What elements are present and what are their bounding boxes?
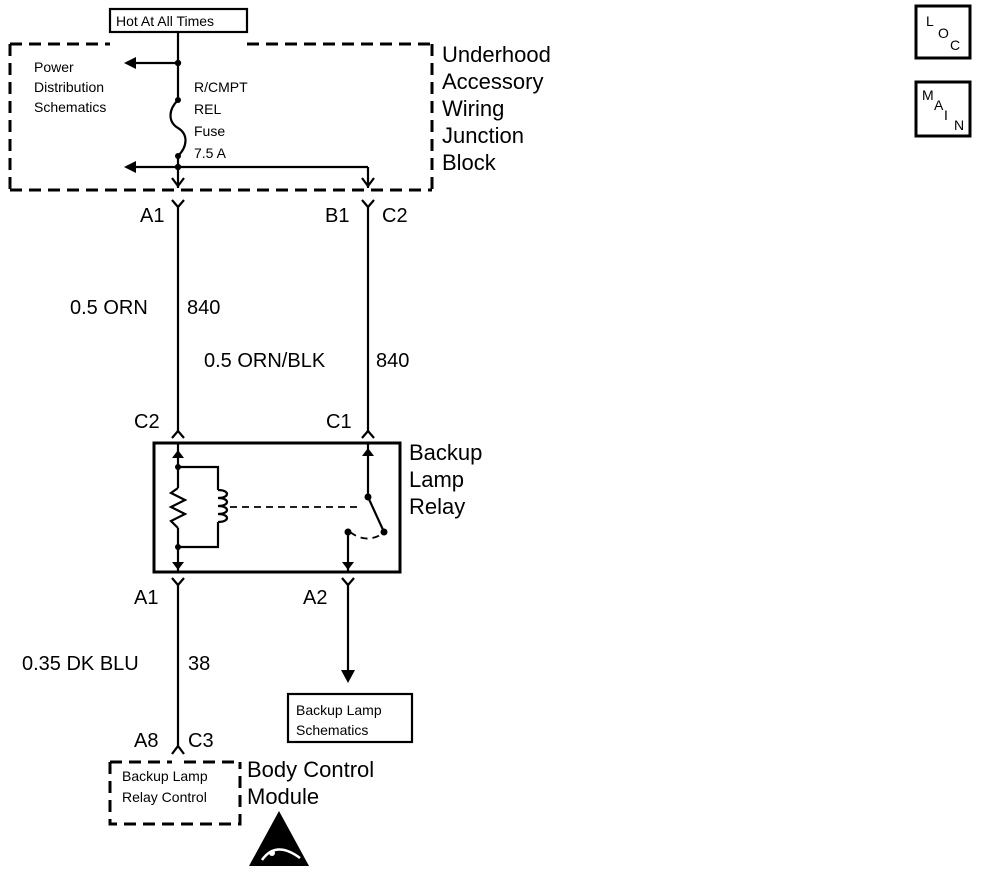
relay-name-line: Relay	[409, 494, 465, 519]
main-letter: I	[944, 107, 948, 123]
loc-letter: O	[938, 25, 949, 41]
arrow-down-icon	[361, 177, 375, 188]
fuse-label-line: 7.5 A	[194, 145, 227, 161]
main-letter: A	[934, 97, 944, 113]
loc-letter: L	[926, 13, 934, 29]
wire-circuit-label: 38	[188, 653, 210, 675]
coil-icon	[217, 488, 229, 524]
splice-dot	[174, 163, 182, 171]
power-dist-line: Power	[34, 59, 74, 75]
wire-color-label: 0.35 DK BLU	[22, 653, 139, 675]
connector-label: B1	[325, 205, 349, 227]
jb-name-line: Wiring	[442, 96, 504, 121]
connector-icon	[171, 429, 185, 439]
ref-line: Backup Lamp	[296, 702, 382, 718]
junction-block-name: Underhood Accessory Wiring Junction Bloc…	[442, 42, 551, 175]
connector-icon	[171, 199, 185, 209]
mechanical-link	[349, 531, 383, 540]
power-distribution-ref[interactable]: Power Distribution Schematics	[34, 59, 106, 115]
wire-color-label: 0.5 ORN	[70, 297, 148, 319]
connector-label: C2	[382, 205, 408, 227]
connector-label: A8	[134, 730, 158, 752]
relay-name: Backup Lamp Relay	[409, 440, 482, 519]
bcm-name-line: Body Control	[247, 757, 374, 782]
resistor-icon	[168, 487, 188, 529]
main-letter: M	[922, 87, 934, 103]
power-dist-line: Distribution	[34, 79, 104, 95]
connector-label: C1	[326, 411, 352, 433]
backup-lamp-relay-box[interactable]	[152, 441, 402, 574]
junction-block-boundary	[8, 42, 434, 192]
loc-button[interactable]: L O C	[914, 4, 972, 60]
connector-icon	[361, 199, 375, 209]
relay-name-line: Backup	[409, 440, 482, 465]
wire-circuit-label: 840	[187, 297, 220, 319]
connector-icon	[341, 577, 355, 587]
loc-letter: C	[950, 37, 960, 53]
bcm-name-line: Module	[247, 784, 319, 809]
connector-label: C3	[188, 730, 214, 752]
jb-name-line: Accessory	[442, 69, 543, 94]
connector-label: A1	[140, 205, 164, 227]
fuse-icon	[169, 99, 187, 157]
relay-internals	[168, 443, 388, 572]
bcm-boundary	[108, 760, 242, 826]
fuse-label-line: Fuse	[194, 123, 225, 139]
bcm-inner-line: Backup Lamp	[122, 768, 208, 784]
hot-label-text: Hot At All Times	[116, 13, 214, 29]
esd-warning-icon	[249, 811, 309, 866]
arrow-left-icon	[124, 161, 136, 173]
connector-label: A1	[134, 587, 158, 609]
wire-color-label: 0.5 ORN/BLK	[204, 350, 326, 372]
switch-arm-icon	[366, 496, 386, 533]
wire-circuit-label: 840	[376, 350, 409, 372]
hot-at-all-times-label: Hot At All Times	[108, 7, 249, 34]
relay-name-line: Lamp	[409, 467, 464, 492]
bcm-inner-line: Relay Control	[122, 789, 207, 805]
arrow-left-icon	[124, 57, 136, 69]
splice-dot	[174, 59, 182, 67]
fuse-label-line: R/CMPT	[194, 79, 248, 95]
connector-label: C2	[134, 411, 160, 433]
backup-lamp-schematics-ref[interactable]: Backup Lamp Schematics	[286, 692, 414, 744]
bcm-inner-label: Backup Lamp Relay Control	[122, 768, 208, 805]
connector-icon	[361, 429, 375, 439]
jb-name-line: Underhood	[442, 42, 551, 67]
coil-lead	[178, 465, 220, 490]
connector-label: A2	[303, 587, 327, 609]
connector-icon	[171, 744, 185, 755]
power-dist-line: Schematics	[34, 99, 106, 115]
bcm-name: Body Control Module	[247, 757, 374, 809]
fuse-label-line: REL	[194, 101, 221, 117]
coil-lead	[178, 522, 220, 549]
arrow-down-icon	[341, 670, 355, 683]
fuse-label: R/CMPT REL Fuse 7.5 A	[194, 79, 248, 161]
jb-name-line: Junction	[442, 123, 524, 148]
ref-line: Schematics	[296, 722, 368, 738]
main-button[interactable]: M A I N	[914, 80, 972, 138]
jb-name-line: Block	[442, 150, 497, 175]
arrow-down-icon	[171, 177, 185, 188]
main-letter: N	[954, 117, 964, 133]
connector-icon	[171, 577, 185, 587]
